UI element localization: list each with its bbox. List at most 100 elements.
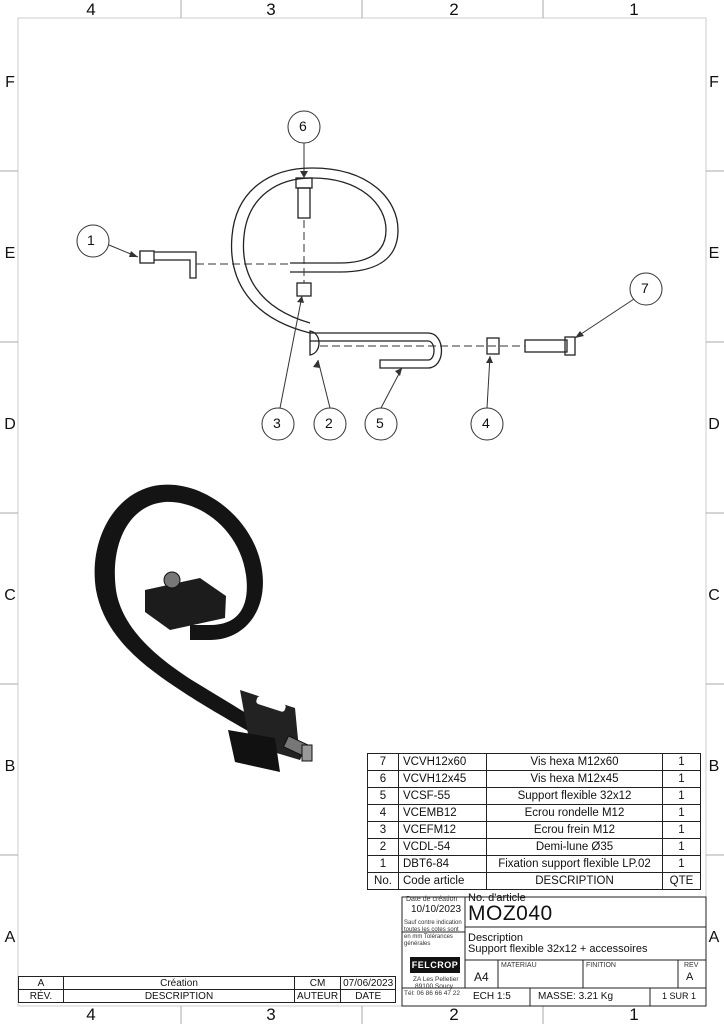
- zone-row-label: B: [4, 758, 16, 775]
- bom-qty: 1: [662, 804, 701, 822]
- mass: MASSE: 3.21 Kg: [538, 991, 614, 1002]
- company-phone: Tél: 06 86 66 47 22: [404, 990, 461, 997]
- bom-qty: 1: [662, 753, 701, 771]
- bom-header-description: DESCRIPTION: [486, 872, 663, 890]
- rev-author-cell: CM: [293, 976, 342, 990]
- balloon-label-2: 2: [325, 415, 333, 431]
- company-logo: FELCROP: [410, 957, 460, 973]
- rev-description-header: DESCRIPTION: [63, 989, 295, 1003]
- balloon-7: [629, 272, 663, 306]
- zone-row-label: F: [709, 74, 719, 91]
- zone-column-label: 2: [449, 1005, 459, 1024]
- bom-no: 6: [367, 770, 399, 788]
- spring-hook: [310, 332, 442, 369]
- zone-row-label: A: [4, 929, 16, 946]
- balloon-label-7: 7: [641, 280, 649, 296]
- bom-header-no: No.: [367, 872, 399, 890]
- article-number: MOZ040: [468, 902, 553, 925]
- bom-code: VCSF-55: [398, 787, 487, 805]
- rev-header: RÉV.: [18, 989, 64, 1003]
- balloon-group: [76, 110, 663, 441]
- bracket-end: [139, 250, 155, 264]
- description-label: Description: [468, 932, 524, 944]
- zone-column-label: 4: [86, 0, 96, 19]
- zone-column-label: 4: [86, 1005, 96, 1024]
- bom-qty: 1: [662, 821, 701, 839]
- bom-code: VCVH12x45: [398, 770, 487, 788]
- axis-lines: [196, 220, 525, 347]
- bom-description: Ecrou rondelle M12: [486, 804, 663, 822]
- balloon-3: [261, 407, 295, 441]
- bom-description: Support flexible 32x12: [486, 787, 663, 805]
- leader-lines: [108, 143, 635, 409]
- bom-no: 4: [367, 804, 399, 822]
- bom-code: VCEMB12: [398, 804, 487, 822]
- company-address-2: 89100 Soucy: [415, 983, 453, 990]
- spring-loop-outer: [230, 167, 399, 334]
- clamp-3d: [145, 578, 226, 630]
- table-row: RÉV. DESCRIPTION AUTEUR DATE: [18, 989, 397, 1003]
- bom-code: DBT6-84: [398, 855, 487, 873]
- rev-cell: A: [18, 976, 64, 990]
- creation-date: 10/10/2023: [411, 904, 462, 915]
- article-label: No. d'article: [468, 892, 526, 904]
- nut-4: [486, 337, 500, 355]
- material-label: MATERIAU: [501, 962, 537, 969]
- bom-no: 1: [367, 855, 399, 873]
- bolt-7: [524, 339, 568, 353]
- zone-column-label: 1: [629, 0, 639, 19]
- company-address-1: ZA Les Pelletier: [413, 976, 459, 983]
- bom-header-qty: QTE: [662, 872, 701, 890]
- table-row: A Création CM 07/06/2023: [18, 976, 397, 990]
- balloon-label-4: 4: [482, 415, 490, 431]
- zone-row-label: E: [4, 245, 16, 262]
- bom-description: Ecrou frein M12: [486, 821, 663, 839]
- zone-row-label: F: [5, 74, 15, 91]
- tolerance-note: Sauf contre indication toutes les cotes …: [404, 920, 462, 947]
- bom-qty: 1: [662, 838, 701, 856]
- spring-3d: [94, 484, 305, 760]
- balloon-label-1: 1: [87, 232, 95, 248]
- balloon-label-5: 5: [376, 415, 384, 431]
- zone-column-label: 2: [449, 0, 459, 19]
- title-block-frame: [401, 896, 707, 1007]
- bom-qty: 1: [662, 855, 701, 873]
- bom-no: 3: [367, 821, 399, 839]
- zone-column-label: 3: [266, 0, 276, 19]
- bom-header-code: Code article: [398, 872, 487, 890]
- rev-date-cell: 07/06/2023: [340, 976, 397, 990]
- zone-row-label: C: [708, 587, 720, 604]
- bom-description: Vis hexa M12x60: [486, 753, 663, 771]
- bolt-head-3d: [163, 571, 181, 589]
- rev-author-header: AUTEUR: [293, 989, 342, 1003]
- nut-3d: [301, 744, 313, 762]
- bolt-6: [297, 187, 311, 219]
- zone-row-label: D: [4, 416, 16, 433]
- zone-row-label: A: [708, 929, 720, 946]
- balloon-label-3: 3: [273, 415, 281, 431]
- description-value: Support flexible 32x12 + accessoires: [468, 943, 648, 955]
- leader-arrows: [129, 171, 584, 376]
- bom-code: VCVH12x60: [398, 753, 487, 771]
- nut-3: [296, 282, 312, 297]
- bom-qty: 1: [662, 770, 701, 788]
- zone-row-label: C: [4, 587, 16, 604]
- zone-row-label: D: [708, 416, 720, 433]
- bom-no: 7: [367, 753, 399, 771]
- rev-label: REV: [684, 962, 699, 969]
- bom-code: VCEFM12: [398, 821, 487, 839]
- bom-no: 2: [367, 838, 399, 856]
- zone-column-label: 1: [629, 1005, 639, 1024]
